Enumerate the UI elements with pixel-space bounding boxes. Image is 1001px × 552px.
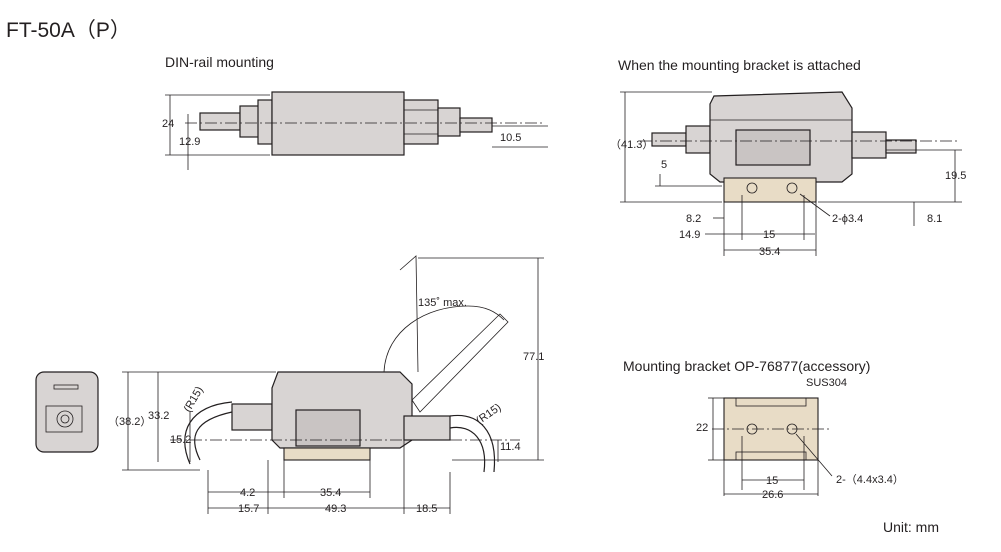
bracket-attached-sensor-body (651, 91, 917, 183)
bracket-dim-35-4: 35.4 (759, 246, 780, 258)
accessory-view: Mounting bracket OP-76877(accessory) SUS… (623, 358, 904, 501)
side-dim-11-4: 11.4 (500, 441, 521, 453)
side-dim-49-3: 49.3 (325, 503, 346, 515)
din-rail-view: DIN-rail mounting 24 12.9 10.5 (162, 54, 548, 170)
din-rail-heading: DIN-rail mounting (165, 54, 274, 70)
accessory-dim-22: 22 (696, 422, 708, 434)
page-title: FT-50A（P） (6, 19, 131, 42)
bracket-attached-bracket (723, 177, 817, 203)
bracket-attached-dimension-lines (620, 91, 962, 256)
side-dim-38-2: （38.2） (108, 415, 151, 428)
side-dim-r15-right: (R15) (474, 401, 503, 427)
bracket-attached-view: When the mounting bracket is attached (610, 57, 966, 258)
accessory-dimension-lines (708, 397, 833, 496)
side-view-open-cover (383, 255, 509, 413)
din-rail-sensor-body (199, 91, 493, 156)
din-rail-dim-24: 24 (162, 118, 174, 130)
side-view-sensor-body (184, 371, 496, 473)
bracket-dim-14-9: 14.9 (679, 229, 700, 241)
din-rail-dim-10-5: 10.5 (500, 132, 521, 144)
side-dim-15-7: 15.7 (238, 503, 259, 515)
side-dim-r15-left: (R15) (182, 385, 206, 415)
unit-label: Unit: mm (883, 519, 939, 535)
side-dim-4-2: 4.2 (240, 487, 255, 499)
accessory-dim-15: 15 (766, 475, 778, 487)
bracket-attached-heading: When the mounting bracket is attached (618, 57, 861, 73)
accessory-heading: Mounting bracket OP-76877(accessory) (623, 358, 870, 374)
accessory-dim-holes: 2-（4.4x3.4） (836, 473, 904, 486)
bracket-dim-41-3: （41.3） (610, 138, 653, 151)
side-dim-angle: 135˚ max. (418, 297, 467, 309)
side-view: 135˚ max. 77.1 (R15) (R15) （38.2） 33.2 1… (108, 255, 544, 515)
accessory-dim-26-6: 26.6 (762, 489, 783, 501)
side-dim-77-1: 77.1 (523, 351, 544, 363)
accessory-material: SUS304 (806, 377, 847, 389)
bracket-dim-19-5: 19.5 (945, 170, 966, 182)
bracket-dim-8-2: 8.2 (686, 213, 701, 225)
bracket-dim-hole: 2-ϕ3.4 (832, 213, 863, 225)
bracket-dim-5: 5 (661, 159, 667, 171)
din-rail-dim-12-9: 12.9 (179, 136, 200, 148)
din-rail-dimension-lines (165, 94, 548, 170)
side-dim-33-2: 33.2 (148, 410, 169, 422)
side-dim-15-2: 15.2 (170, 434, 191, 446)
side-view-dimension-lines (122, 257, 544, 514)
bracket-dim-15: 15 (763, 229, 775, 241)
side-dim-35-4: 35.4 (320, 487, 341, 499)
front-view (35, 371, 99, 453)
bracket-dim-8-1: 8.1 (927, 213, 942, 225)
side-dim-18-5: 18.5 (416, 503, 437, 515)
